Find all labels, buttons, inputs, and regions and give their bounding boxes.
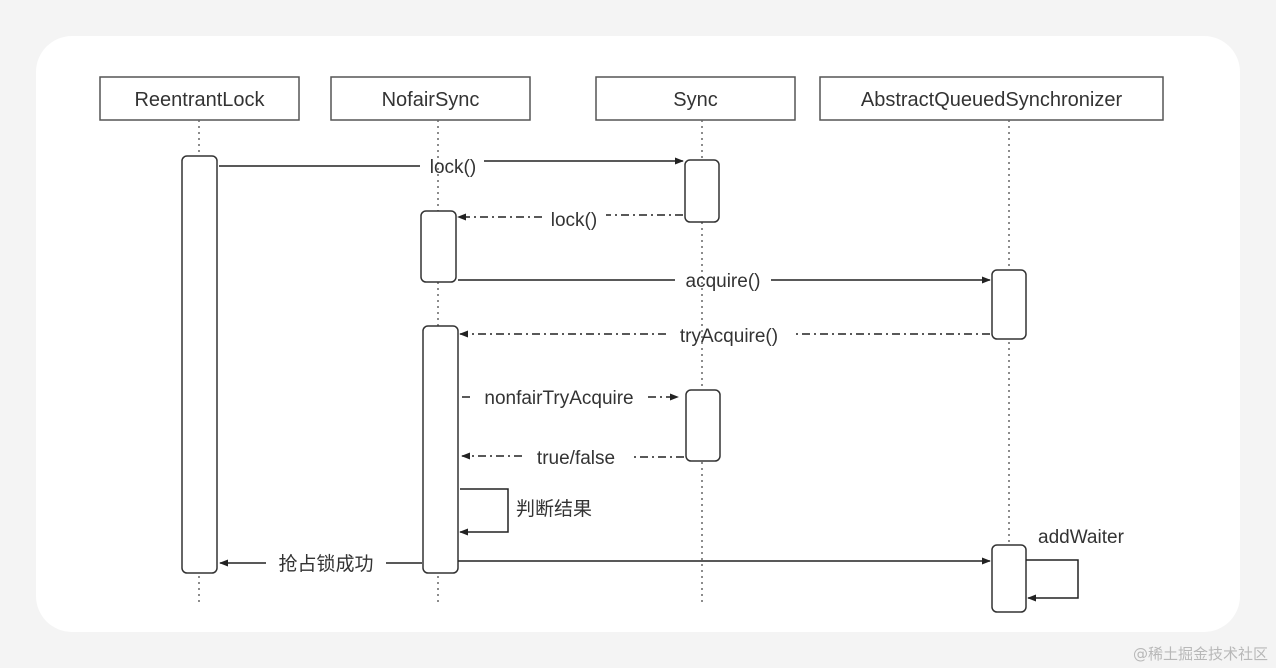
participant-aqs: AbstractQueuedSynchronizer [819, 76, 1164, 121]
activation-sync-1 [684, 159, 720, 223]
participant-label-aqs: AbstractQueuedSynchronizer [861, 89, 1123, 111]
message-lock-success: 抢占锁成功 [219, 553, 422, 575]
message-nonfair-call: nonfairTryAcquire [462, 388, 679, 409]
message-addwaiter-self: addWaiter [1026, 527, 1125, 602]
participant-label-sync: Sync [673, 89, 717, 111]
message-label-addwaiter-self: addWaiter [1038, 527, 1125, 548]
activation-sync-2 [685, 389, 721, 462]
activation-aqs-1 [991, 269, 1027, 340]
watermark: @稀土掘金技术社区 [1132, 645, 1268, 663]
message-lock-call: lock() [219, 157, 684, 178]
activation-nofairsync-2 [422, 325, 459, 574]
message-label-lock-return: lock() [551, 210, 597, 231]
diagram-card [36, 36, 1240, 632]
message-label-lock-success: 抢占锁成功 [278, 553, 373, 575]
message-lock-return: lock() [457, 210, 683, 231]
message-tryacquire-call: tryAcquire() [459, 326, 990, 347]
participant-label-reentrantlock: ReentrantLock [134, 89, 265, 111]
message-label-nonfair-call: nonfairTryAcquire [484, 388, 633, 409]
activation-nofairsync-1 [420, 210, 457, 283]
message-truefalse-return: true/false [461, 448, 684, 469]
participant-reentrantlock: ReentrantLock [99, 76, 300, 121]
participant-label-nofairsync: NofairSync [382, 89, 480, 111]
message-label-tryacquire-call: tryAcquire() [680, 326, 778, 347]
activation-aqs-2 [991, 544, 1027, 613]
participant-sync: Sync [595, 76, 796, 121]
message-label-truefalse-return: true/false [537, 448, 615, 469]
message-judge-self: 判断结果 [459, 488, 592, 536]
activation-reentrantlock [181, 155, 218, 574]
participant-nofairsync: NofairSync [330, 76, 531, 121]
message-label-lock-call: lock() [430, 157, 476, 178]
message-label-judge-self: 判断结果 [516, 498, 592, 520]
message-label-acquire-call: acquire() [686, 271, 761, 292]
message-acquire-call: acquire() [458, 271, 991, 292]
